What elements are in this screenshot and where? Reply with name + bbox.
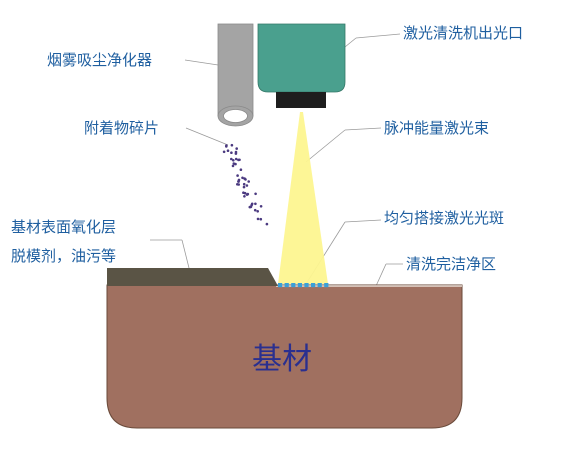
debris-particle [249,205,253,209]
laser-beam [278,112,328,284]
label-debris: 附着物碎片 [84,119,160,137]
pipe-opening [223,109,248,123]
leader-debris [185,127,229,146]
debris-particle [256,217,260,221]
debris-particle [232,159,235,162]
debris-particle [245,184,249,187]
debris-particle [237,183,240,186]
label-substrate: 基材 [252,342,312,377]
laser-nozzle [276,92,326,108]
debris-particle [226,149,230,152]
debris-particle [241,176,244,180]
debris-particle [265,222,269,226]
label-laser-outlet: 激光清洗机出光口 [403,24,524,42]
contaminant-layer [107,268,278,286]
label-oxide-line1: 基材表面氧化层 [11,218,117,236]
debris-particle [225,145,228,148]
debris-particles [222,143,269,226]
debris-particle [231,164,235,168]
laser-spot [324,283,329,288]
debris-particle [254,192,257,196]
substrate-block [106,284,463,429]
label-laser-spots: 均匀搭接激光光斑 [384,209,505,227]
leader-spots-a [344,219,382,223]
label-fume-purifier: 烟雾吸尘净化器 [47,51,153,69]
laser-spot [304,283,309,288]
laser-spots [278,283,329,288]
debris-particle [243,177,246,180]
debris-particle [254,202,257,206]
debris-particle [242,182,246,186]
laser-spot [317,283,322,288]
debris-particle [238,158,241,162]
leader-laser-outlet-a [355,33,401,39]
debris-particle [247,180,250,183]
laser-spot [284,283,289,288]
label-oxide-line2: 脱模剂，油污等 [11,247,117,265]
debris-particle [242,191,245,194]
laser-head-body [257,23,346,93]
pipe-body [217,23,254,117]
debris-particle [222,150,226,154]
debris-particle [236,174,239,177]
debris-particle [256,210,260,213]
debris-particle [239,168,243,171]
fume-purifier-pipe [217,23,254,127]
debris-particle [235,147,238,150]
debris-particle [230,143,234,147]
debris-particle [230,151,233,154]
leader-pulse-beam-a [344,127,382,131]
debris-particle [232,162,236,165]
laser-spot [297,283,302,288]
debris-particle [259,205,263,208]
debris-particle [242,185,246,189]
debris-particle [245,193,249,196]
laser-spot [291,283,296,288]
leader-pulse-beam-b [305,129,346,163]
laser-head [257,23,346,108]
laser-spot [278,283,283,288]
debris-particle [234,157,238,161]
debris-particle [230,157,233,161]
debris-particle [243,195,246,198]
leader-clean-zone-b [375,263,387,287]
debris-particle [237,180,240,183]
label-pulse-beam: 脉冲能量激光束 [384,119,490,137]
debris-particle [234,152,238,155]
debris-particle [259,217,263,221]
laser-spot [311,283,316,288]
debris-particle [253,208,257,212]
label-clean-zone: 清洗完洁净区 [406,255,497,273]
